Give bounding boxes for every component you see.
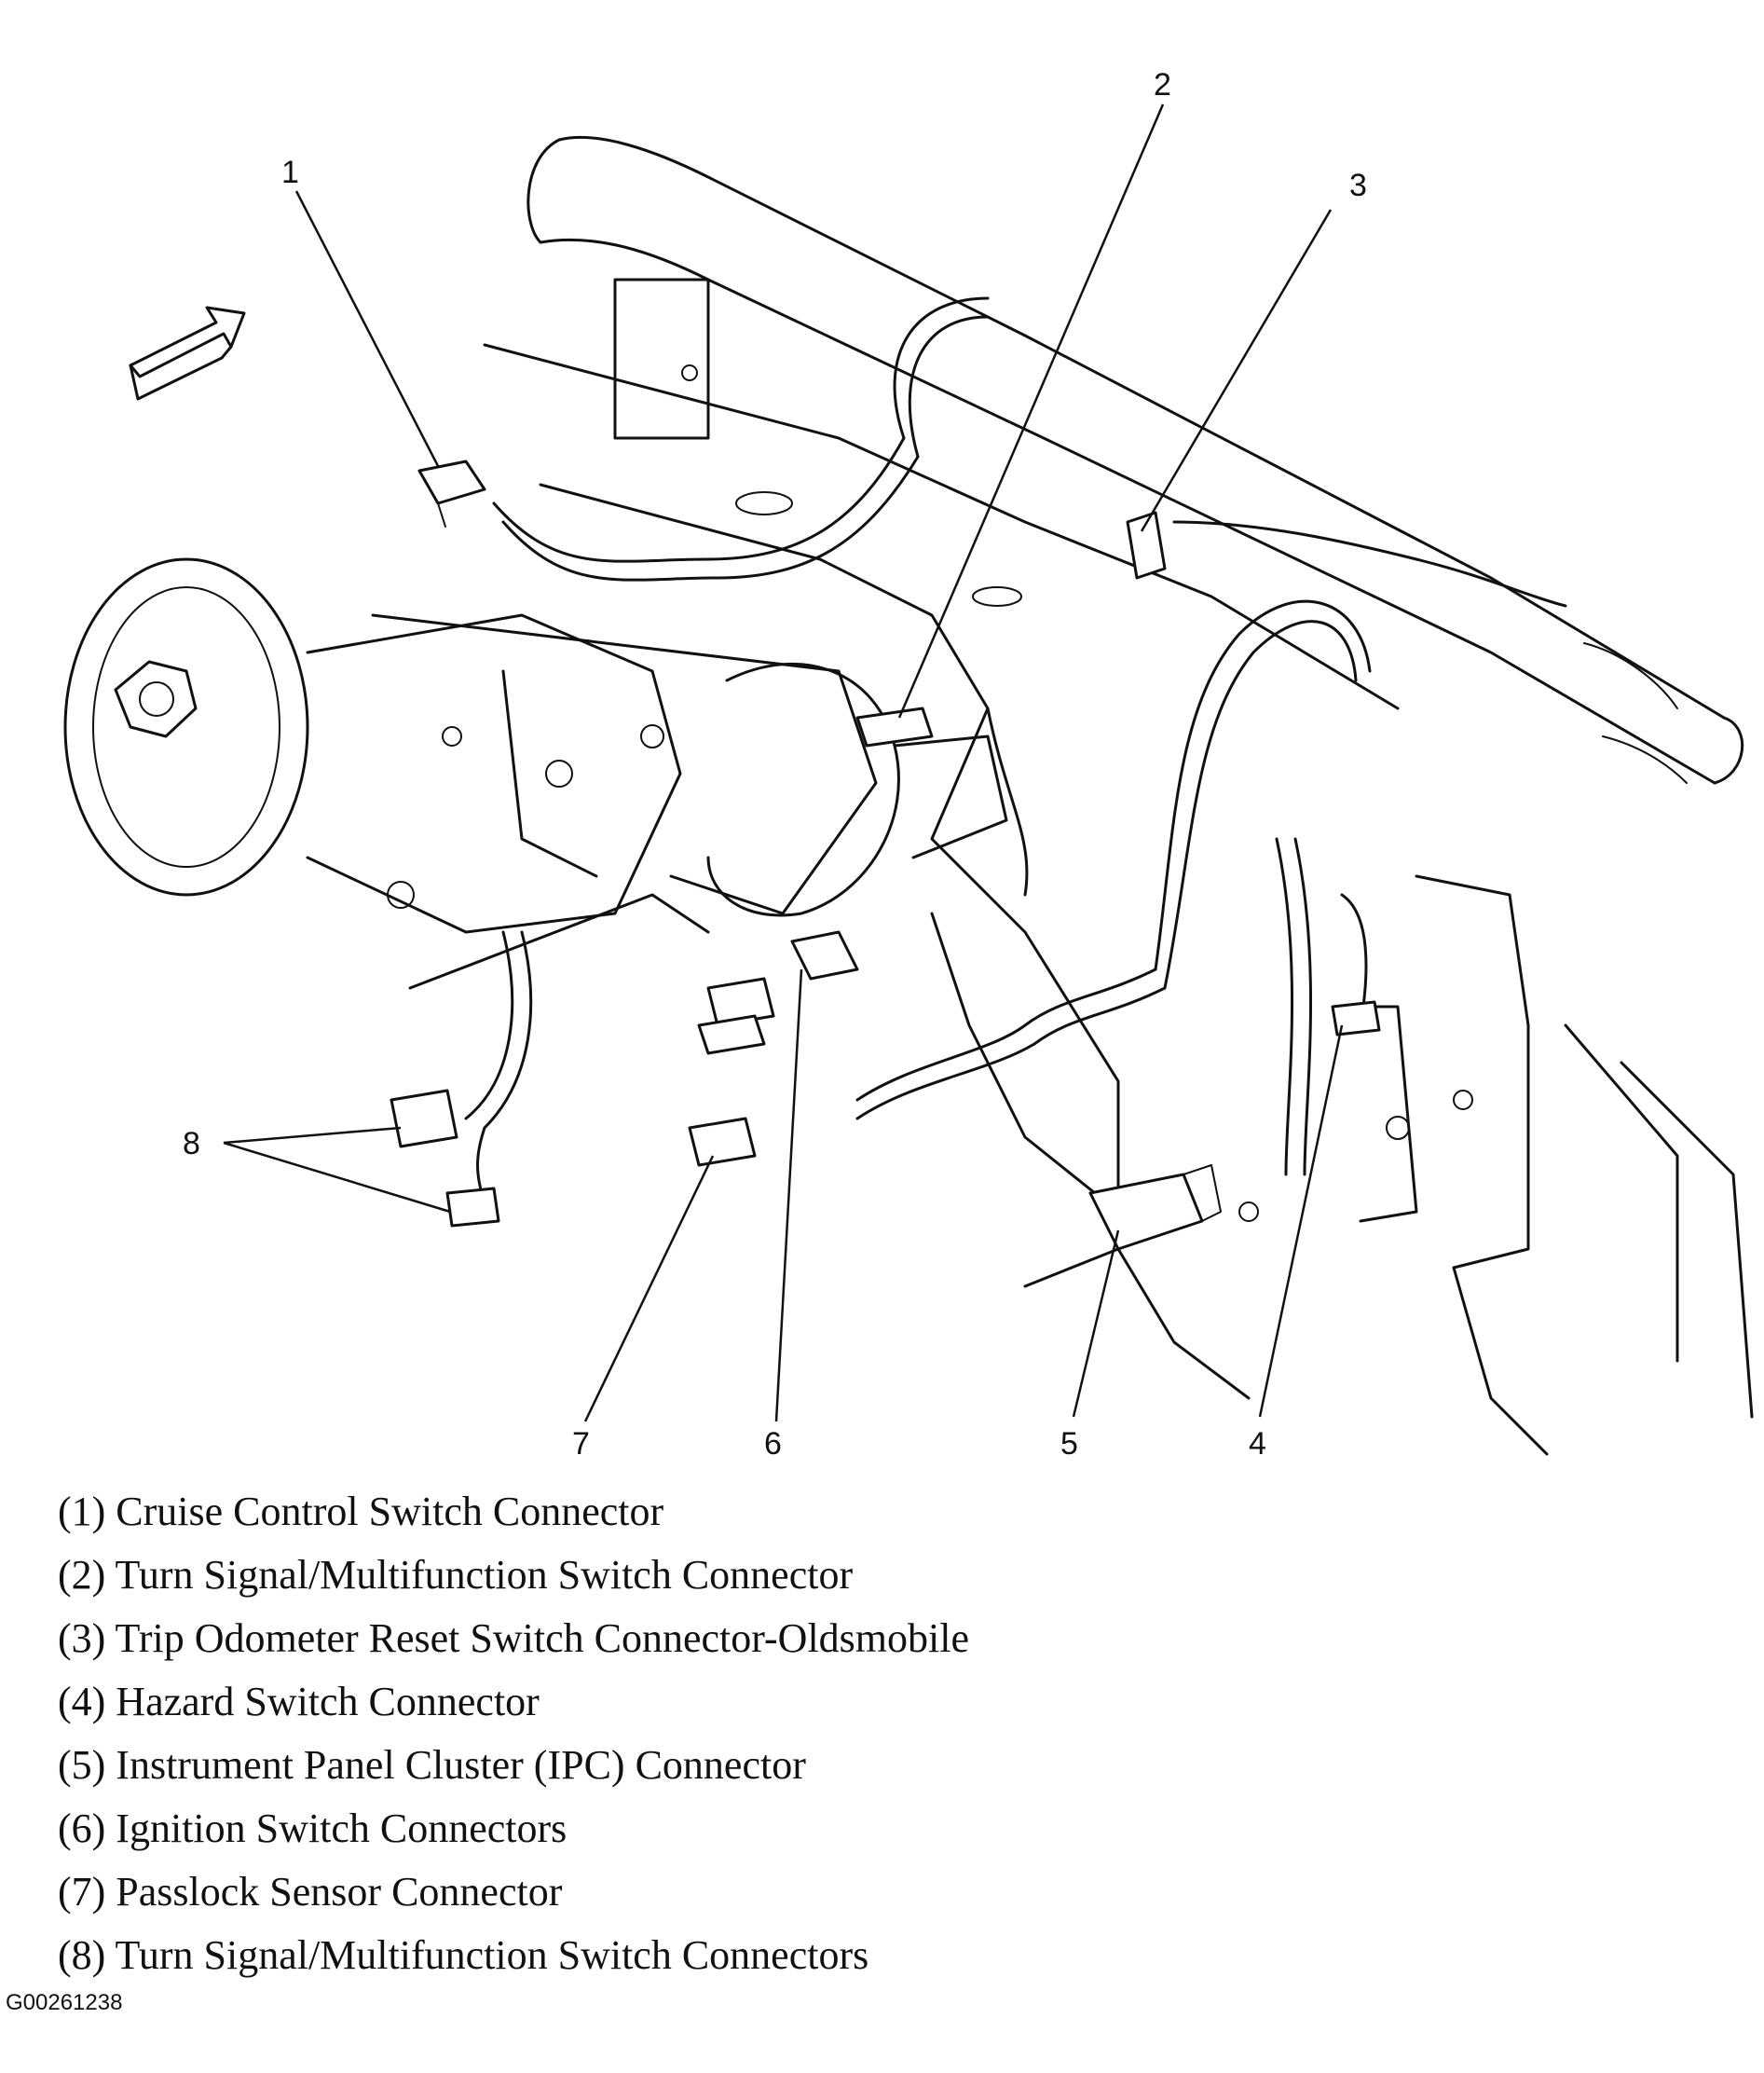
connector-4 [1331,1000,1381,1036]
steering-column-diagram: 1 2 3 4 5 6 7 8 [63,67,1754,1462]
callout-4: 4 [1249,1426,1266,1462]
callout-5: 5 [1060,1426,1078,1462]
legend-item: (3) Trip Odometer Reset Switch Connector… [58,1615,970,1661]
connector-7 [688,1117,757,1167]
legend-item: (5) Instrument Panel Cluster (IPC) Conne… [58,1742,806,1788]
legend-item: (1) Cruise Control Switch Connector [58,1489,664,1534]
callout-8: 8 [183,1126,200,1161]
connector-2 [855,707,934,748]
legend-item: (6) Ignition Switch Connectors [58,1805,567,1851]
connector-6 [697,930,859,1055]
connector-3 [1126,511,1167,580]
callout-7: 7 [572,1426,590,1462]
direction-arrow-icon [129,306,246,401]
callout-6: 6 [764,1426,782,1462]
leader-lines [223,103,1344,1422]
callout-2: 2 [1154,67,1171,103]
wiring-harness [464,296,1567,1204]
column-bracket [483,278,1754,1456]
legend-item: (8) Turn Signal/Multifunction Switch Con… [58,1932,869,1978]
connector-1 [417,460,486,528]
legend-list: (1) Cruise Control Switch Connector (2) … [58,1480,1362,1987]
connector-8 [390,1089,500,1228]
callout-1: 1 [281,155,299,190]
connector-5 [1088,1164,1222,1251]
callout-3: 3 [1349,168,1367,203]
legend-item: (4) Hazard Switch Connector [58,1679,540,1724]
figure-code: G00261238 [6,1990,123,2015]
column-tube [526,135,1744,785]
legend-item: (7) Passlock Sensor Connector [58,1869,563,1915]
legend-item: (2) Turn Signal/Multifunction Switch Con… [58,1552,854,1598]
steering-shaft-pulley [63,557,1008,990]
